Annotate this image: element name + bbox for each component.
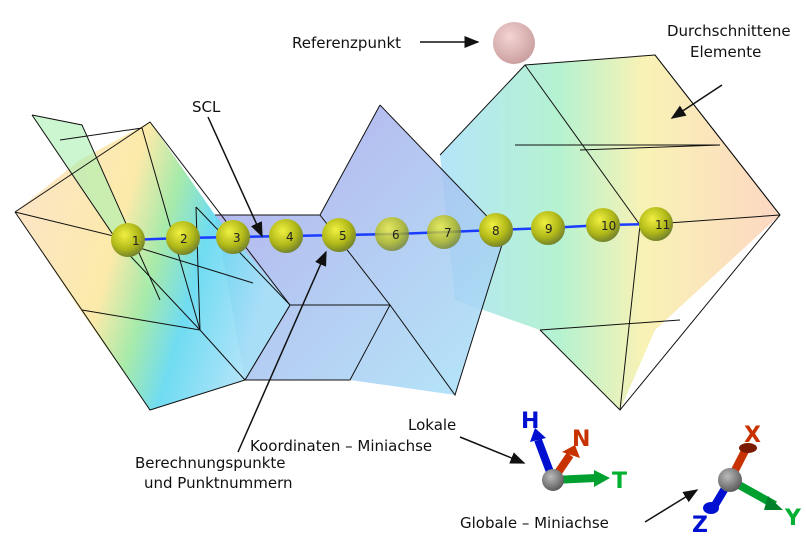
calc-point: 4 [269,219,303,253]
n-axis-label: N [572,427,590,452]
point-number: 9 [545,222,553,236]
point-number: 6 [392,228,400,242]
point-number: 5 [339,229,347,243]
point-number: 8 [492,224,500,238]
calc-point: 1 [111,223,145,257]
calc-point: 5 [322,218,356,252]
calc-point: 8 [479,213,513,247]
local-mini-axis: H N T [521,409,627,494]
point-number: 1 [132,234,140,248]
local-axis-arrow [459,436,526,464]
calc-point: 7 [427,215,461,249]
scl-label: SCL [192,98,221,116]
calc-point: 2 [166,221,200,255]
point-number: 3 [233,231,241,245]
x-axis-label: X [744,423,761,448]
point-number: 4 [286,230,294,244]
calc-points-arrow [237,250,327,453]
cut-elements-arrow [670,84,723,119]
point-number: 7 [444,226,452,240]
axis-origin-icon [542,469,564,491]
point-number: 10 [601,219,616,233]
calculation-points: 1 2 3 4 5 6 7 8 9 10 11 [111,207,673,257]
cut-elements-label-2: Elemente [690,43,761,61]
global-axis-arrow [644,489,699,523]
axis-origin-icon [718,468,742,492]
point-number: 11 [655,218,670,232]
coord-mini-axis-label: Koordinaten – Miniachse [250,437,432,455]
calc-point: 11 [639,207,673,241]
local-label: Lokale [408,416,456,434]
h-axis-label: H [521,409,539,434]
global-mini-axis: X Y Z [692,423,802,538]
calc-points-label-1: Berechnungspunkte [135,454,286,472]
calc-point: 3 [216,220,250,254]
global-mini-axis-label: Globale – Miniachse [460,514,609,532]
cut-elements-label-1: Durchschnittene [667,22,791,40]
point-number: 2 [180,232,188,246]
reference-point-label: Referenzpunkt [292,34,401,52]
scl-arrow [207,116,263,238]
calc-point: 9 [531,211,565,245]
calc-point: 10 [586,208,620,242]
z-axis-label: Z [692,513,708,538]
t-axis-label: T [612,469,627,494]
y-axis-label: Y [784,506,802,531]
reference-point-sphere [493,22,535,64]
calc-points-label-2: und Punktnummern [144,474,293,492]
left-element [14,114,291,411]
calc-point: 6 [375,217,409,251]
